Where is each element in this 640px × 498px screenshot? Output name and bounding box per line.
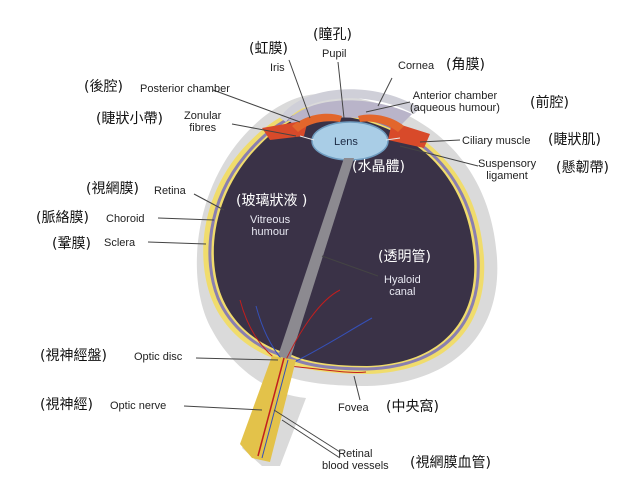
vitreous-humour-cn-label: (玻璃狀液 ) bbox=[236, 193, 308, 209]
suspensory-ligament-label-line2: ligament bbox=[486, 170, 528, 182]
zonular-fibres-label-line1: Zonular bbox=[184, 110, 222, 122]
iris bbox=[292, 113, 342, 132]
wukong-logo-icon bbox=[540, 473, 556, 490]
optic-disc-cn-label: (視神經盤) bbox=[40, 348, 107, 364]
hyaloid-canal-label-line2: canal bbox=[389, 286, 416, 298]
iris-right bbox=[358, 114, 404, 132]
posterior-chamber-label: Posterior chamber bbox=[140, 83, 230, 95]
ciliary-muscle-cn-label: (睫狀肌) bbox=[548, 132, 601, 148]
retinal-blood-vessels-cn-label: (視網膜血管) bbox=[410, 455, 491, 471]
pointer-lines bbox=[147, 59, 479, 459]
lens-cn-label: (水晶體) bbox=[352, 159, 405, 175]
optic-nerve-vessel bbox=[261, 359, 289, 459]
anterior-chamber-label-line1: Anterior chamber bbox=[412, 90, 498, 102]
retinal-blood-vessels-label: Retinal blood vessels bbox=[322, 448, 389, 472]
vitreous-humour-label: Vitreous humour bbox=[250, 214, 290, 238]
cornea-label: Cornea bbox=[398, 60, 435, 72]
retinal-blood-vessels-label-line1: Retinal bbox=[338, 448, 373, 460]
retina-label: Retina bbox=[154, 185, 186, 197]
zonular-fibre bbox=[385, 137, 401, 141]
lens-label: Lens bbox=[334, 136, 358, 148]
choroid-label: Choroid bbox=[106, 213, 145, 225]
vitreous-body bbox=[213, 114, 475, 366]
iris-cn-label: (虹膜) bbox=[249, 41, 288, 57]
optic-disc-label: Optic disc bbox=[134, 351, 183, 363]
zonular-fibres-label: Zonular fibres bbox=[184, 110, 221, 134]
retinal-vessel bbox=[285, 317, 373, 367]
cornea bbox=[280, 89, 420, 122]
retinal-vessel bbox=[283, 289, 341, 365]
anterior-chamber-label-line2: (aqueous humour) bbox=[410, 102, 500, 114]
anterior-chamber-cn-label: (前腔) bbox=[530, 95, 569, 111]
pupil-cn-label: (瞳孔) bbox=[313, 27, 352, 43]
retinal-vessel bbox=[287, 365, 367, 374]
sclera-cn-label: (鞏膜) bbox=[52, 236, 91, 252]
optic-nerve-label: Optic nerve bbox=[110, 400, 167, 412]
choroid-cn-label: (脈絡膜) bbox=[36, 210, 89, 226]
hyaloid-canal-cn-label: (透明管) bbox=[378, 249, 431, 265]
suspensory-ligament-label: Suspensory ligament bbox=[478, 158, 536, 182]
watermark: @悟空问答 bbox=[540, 470, 624, 490]
anterior-chamber-label: Anterior chamber (aqueous humour) bbox=[410, 90, 500, 114]
optic-nerve-vessel bbox=[257, 357, 285, 457]
sclera-label: Sclera bbox=[104, 237, 136, 249]
cornea-cn-label: (角膜) bbox=[446, 57, 485, 73]
zonular-fibres-cn-label: (睫狀小帶) bbox=[96, 111, 163, 127]
suspensory-ligament-cn-label: (懸韌帶) bbox=[556, 160, 609, 176]
hyaloid-canal-label: Hyaloid canal bbox=[384, 274, 421, 298]
watermark-text: @悟空问答 bbox=[559, 474, 625, 489]
retinal-blood-vessels-label-line2: blood vessels bbox=[322, 460, 389, 472]
zonular-fibres-label-line2: fibres bbox=[189, 122, 217, 134]
vitreous-humour-label-line2: humour bbox=[251, 226, 289, 238]
zonular-fibre bbox=[299, 135, 315, 141]
fovea-label: Fovea bbox=[338, 402, 369, 414]
retina bbox=[208, 109, 480, 371]
retina-cn-label: (視網膜) bbox=[86, 181, 139, 197]
pupil-label: Pupil bbox=[322, 48, 347, 60]
optic-nerve-cn-label: (視神經) bbox=[40, 397, 93, 413]
posterior-chamber-cn-label: (後腔) bbox=[84, 79, 123, 95]
hyaloid-canal bbox=[278, 158, 354, 360]
iris-label: Iris bbox=[270, 62, 285, 74]
suspensory-ligament-label-line1: Suspensory bbox=[478, 158, 537, 170]
hyaloid-canal-label-line1: Hyaloid bbox=[384, 274, 421, 286]
ciliary-muscle-label: Ciliary muscle bbox=[462, 135, 531, 147]
fovea-cn-label: (中央窩) bbox=[386, 399, 439, 415]
vitreous-humour-label-line1: Vitreous bbox=[250, 214, 291, 226]
